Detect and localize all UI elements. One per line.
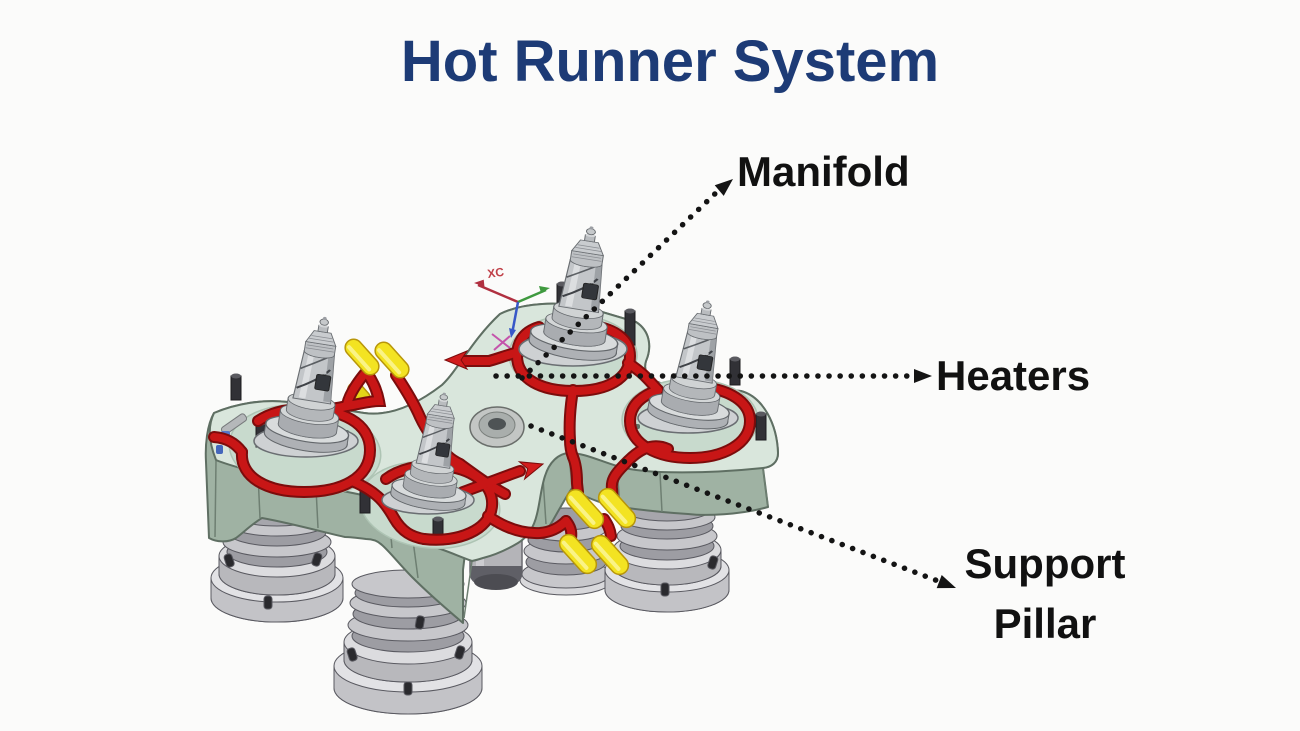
support-pillar-left xyxy=(210,499,344,623)
support-pillar-label-line1: Support xyxy=(964,540,1126,587)
support-pillar-label-line2: Pillar xyxy=(993,600,1097,647)
coordinate-triad: XC xyxy=(474,265,550,351)
center-boss xyxy=(469,406,525,448)
support-pillar-center xyxy=(333,569,483,715)
arrowhead-support-icon xyxy=(936,575,956,589)
arrowhead-heaters-icon xyxy=(914,369,932,383)
manifold-label: Manifold xyxy=(737,148,910,195)
support-pillar-label: Support Pillar xyxy=(945,534,1145,654)
heaters-label: Heaters xyxy=(936,352,1091,399)
page-title: Hot Runner System xyxy=(400,29,940,94)
axis-label-xc: XC xyxy=(486,265,505,281)
heater-connectors-lower-right xyxy=(558,487,637,576)
callout-leader-arrowheads xyxy=(714,179,956,589)
callout-leaders xyxy=(493,186,941,584)
leader-manifold xyxy=(519,186,723,381)
heater-connectors-upper-left xyxy=(344,338,410,379)
arrowhead-manifold-icon xyxy=(714,179,733,196)
flow-arrow-left-icon xyxy=(443,349,469,371)
flow-arrow-right-icon xyxy=(517,461,545,481)
